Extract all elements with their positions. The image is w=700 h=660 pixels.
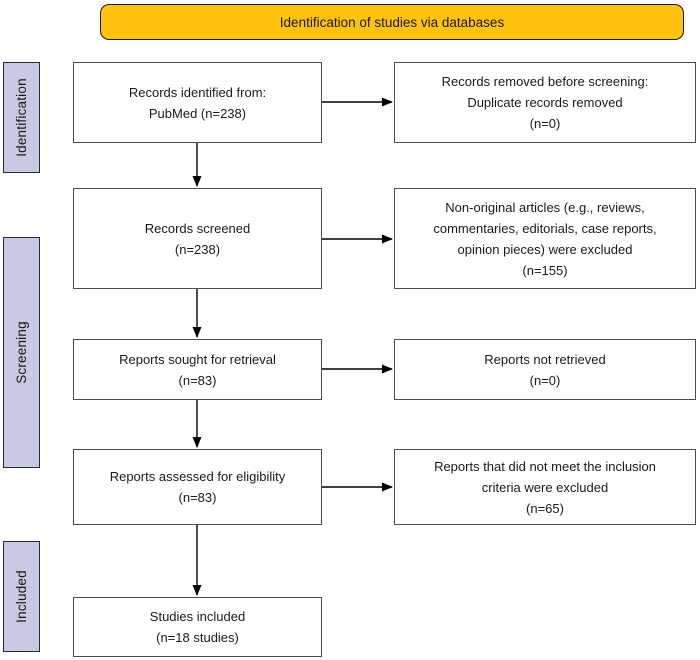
sidebar-stage-label: Screening xyxy=(14,321,29,384)
box-reports-sought: Reports sought for retrieval (n=83) xyxy=(73,339,322,400)
box-text-line: Non-original articles (e.g., reviews, xyxy=(445,199,645,215)
box-text-line: (n=0) xyxy=(529,372,561,388)
box-text-line: commentaries, editorials, case reports, xyxy=(433,220,657,236)
box-records-identified: Records identified from: PubMed (n=238) xyxy=(73,62,322,143)
box-text-line: (n=83) xyxy=(178,372,217,388)
sidebar-stage-label: Included xyxy=(14,570,30,623)
box-text-line: (n=18 studies) xyxy=(156,630,239,645)
box-text-line: opinion pieces) were excluded xyxy=(457,241,633,257)
box-text-line: Studies included xyxy=(149,609,246,624)
sidebar-stage-screening: Screening xyxy=(3,237,40,468)
box-text-line: Reports that did not meet the inclusion xyxy=(434,458,656,474)
box-text-line: Reports assessed for eligibility xyxy=(109,469,286,484)
sidebar-stage-identification: Identification xyxy=(3,62,40,173)
box-text-line: Duplicate records removed xyxy=(467,95,623,110)
box-reports-not-retrieved: Reports not retrieved (n=0) xyxy=(394,339,696,400)
box-text-line: Records removed before screening: xyxy=(441,74,649,89)
sidebar-stage-included: Included xyxy=(3,541,40,652)
box-text-line: criteria were excluded xyxy=(481,479,609,495)
box-records-screened: Records screened (n=238) xyxy=(73,188,322,289)
box-text-line: (n=83) xyxy=(178,490,217,505)
box-records-removed-before-screening: Records removed before screening: Duplic… xyxy=(394,62,696,143)
box-reports-assessed: Reports assessed for eligibility (n=83) xyxy=(73,449,322,525)
box-text-line: Reports sought for retrieval xyxy=(119,351,276,367)
box-text-line: PubMed (n=238) xyxy=(148,105,247,121)
box-text-line: (n=0) xyxy=(529,116,561,131)
banner-label: Identification of studies via databases xyxy=(279,14,505,30)
box-nonoriginal-articles-excluded: Non-original articles (e.g., reviews, co… xyxy=(394,188,696,289)
sidebar-stage-label: Identification xyxy=(14,78,30,157)
box-text-line: (n=155) xyxy=(522,262,568,278)
banner-identification-via-databases: Identification of studies via databases xyxy=(100,4,684,40)
box-text-line: Records screened xyxy=(144,220,251,236)
box-reports-excluded-criteria: Reports that did not meet the inclusion … xyxy=(394,449,696,525)
box-text-line: Reports not retrieved xyxy=(484,351,606,367)
box-studies-included: Studies included (n=18 studies) xyxy=(73,597,322,657)
box-text-line: (n=65) xyxy=(526,500,564,516)
box-text-line: Records identified from: xyxy=(128,84,267,100)
box-text-line: (n=238) xyxy=(174,241,221,257)
